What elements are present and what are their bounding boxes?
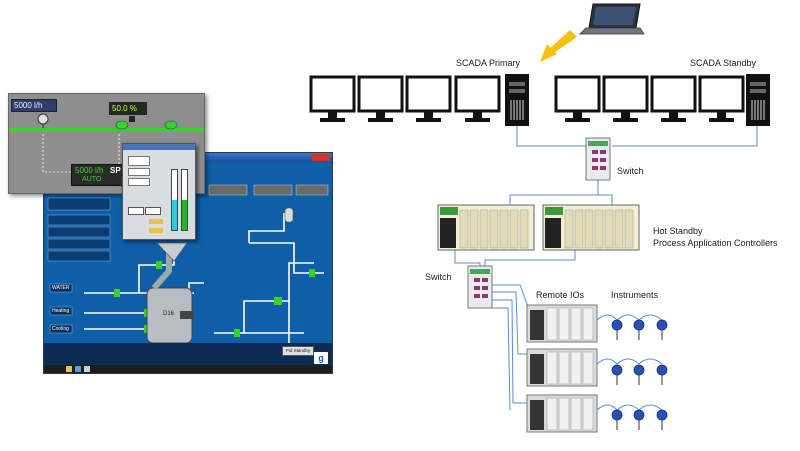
switch-top-icon [585,137,611,181]
switch-bottom-icon [467,265,493,309]
remote-io-3 [526,394,598,433]
popup-pipeline [9,113,204,173]
faceplate-bar-pv [171,169,178,231]
level-readout: 50.0 % [109,102,147,115]
faceplate-auto-button[interactable] [128,207,144,215]
label-scada-standby: SCADA Standby [690,58,757,68]
server-standby [746,74,770,126]
hmi-taskbar [44,365,332,373]
label-remote-ios: Remote IOs [536,290,585,300]
faceplate-value-2 [149,228,163,233]
laptop-icon [579,3,645,35]
logo-icon: g [314,352,328,364]
faceplate-field-2[interactable] [128,168,150,176]
hmi-process-graphics [47,184,329,353]
pid-standby-button[interactable]: Pid Standby [282,346,314,356]
remote-io-1 [526,304,598,343]
label-instruments: Instruments [611,290,659,300]
flow-readout: 5000 l/h [11,99,57,112]
faceplate-titlebar [123,144,195,150]
controller-rack-1 [437,204,535,251]
controller-faceplate [122,143,196,240]
tag-water: WATER [52,285,70,291]
window-close-icon[interactable] [312,154,330,161]
faceplate-field-1[interactable] [128,156,150,166]
faceplate-field-3[interactable] [128,178,150,186]
controller-rack-2 [542,204,640,251]
printer-icon[interactable] [84,366,90,372]
instruments-group [611,319,668,421]
faceplate-bar-sp [181,169,188,231]
folder-icon[interactable] [75,366,81,372]
tank-label: D16 [163,311,175,317]
label-process-controllers: Process Application Controllers [653,238,778,248]
arrow-icon [540,30,577,62]
server-primary [505,74,529,126]
label-switch-bottom: Switch [425,272,452,282]
faceplate-value-1 [149,219,163,224]
warning-icon[interactable] [66,366,72,372]
tag-cooling: Cooling [52,326,69,332]
remote-io-2 [526,348,598,387]
tag-heating: Heating [52,308,70,314]
label-switch-top: Switch [617,166,644,176]
label-hot-standby: Hot Standby [653,226,703,236]
label-scada-primary: SCADA Primary [456,58,521,68]
faceplate-manual-button[interactable] [145,207,161,215]
